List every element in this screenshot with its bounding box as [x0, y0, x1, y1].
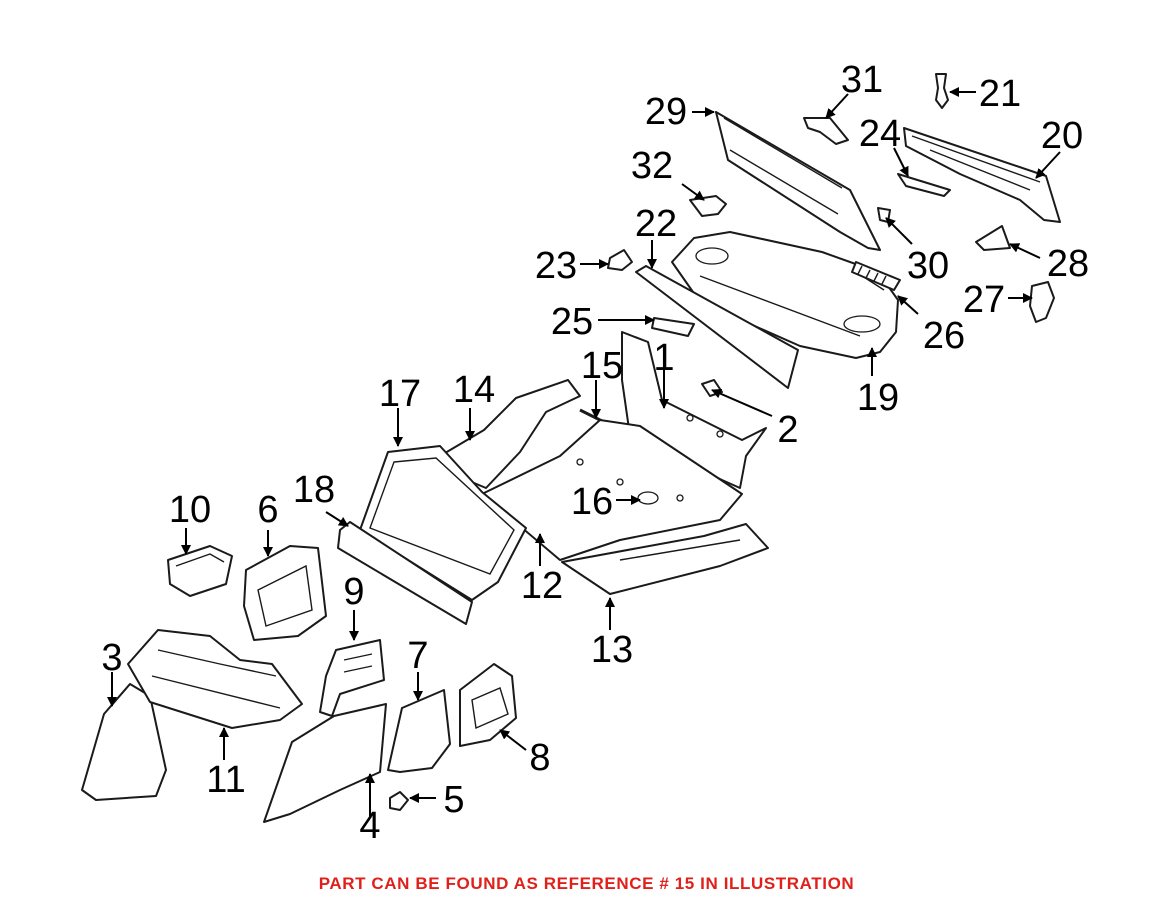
callout-8: 8 [529, 737, 550, 779]
callout-14: 14 [453, 369, 495, 411]
callout-30: 30 [907, 245, 949, 287]
callout-13: 13 [591, 629, 633, 671]
callout-12: 12 [521, 565, 563, 607]
callout-15: 15 [581, 345, 623, 387]
callout-21: 21 [979, 73, 1021, 115]
part-7-drawing [387, 689, 451, 773]
callout-28: 28 [1047, 243, 1089, 285]
callout-23: 23 [535, 245, 577, 287]
callout-29: 29 [645, 91, 687, 133]
part-8-drawing [459, 663, 517, 747]
part-4-drawing [263, 703, 387, 823]
callout-31: 31 [841, 59, 883, 101]
part-23-drawing [607, 249, 633, 271]
reference-note: PART CAN BE FOUND AS REFERENCE # 15 IN I… [318, 874, 855, 893]
callout-2: 2 [777, 409, 798, 451]
callout-32: 32 [631, 145, 673, 187]
part-13-drawing [561, 523, 769, 595]
callout-9: 9 [343, 571, 364, 613]
callout-19: 19 [857, 377, 899, 419]
callout-4: 4 [359, 805, 380, 847]
part-22-drawing [635, 265, 799, 389]
part-3-drawing [81, 683, 167, 801]
part-6-drawing [243, 545, 327, 641]
callout-3: 3 [101, 637, 122, 679]
part-20-drawing [903, 127, 1061, 223]
callout-24: 24 [859, 113, 901, 155]
callout-20: 20 [1041, 115, 1083, 157]
callout-1: 1 [653, 337, 674, 379]
part-28-drawing [975, 225, 1011, 251]
callout-27: 27 [963, 279, 1005, 321]
part-5-drawing [389, 791, 409, 811]
part-25-drawing [651, 317, 695, 337]
callout-5: 5 [443, 779, 464, 821]
callout-25: 25 [551, 301, 593, 343]
part-24-drawing [897, 173, 951, 197]
part-31-drawing [803, 117, 849, 145]
part-27-drawing [1029, 281, 1055, 323]
callout-7: 7 [407, 635, 428, 677]
callout-labels: 1 2 3 4 5 6 7 8 9 10 11 12 13 14 15 16 1… [101, 59, 1089, 847]
part-29-drawing [715, 111, 881, 251]
callout-17: 17 [379, 373, 421, 415]
leader-lines [107, 87, 1061, 816]
part-26-drawing [851, 261, 901, 291]
part-19-drawing [671, 231, 899, 359]
callout-18: 18 [293, 469, 335, 511]
callout-22: 22 [635, 203, 677, 245]
part-12-drawing [481, 419, 743, 561]
callout-11: 11 [206, 759, 245, 801]
part-32-drawing [689, 195, 727, 217]
callout-26: 26 [923, 315, 965, 357]
part-11-drawing [127, 629, 303, 729]
part-10-drawing [167, 545, 233, 597]
callout-6: 6 [257, 489, 278, 531]
part-9-drawing [319, 639, 385, 717]
callout-16: 16 [571, 481, 613, 523]
callout-10: 10 [169, 489, 211, 531]
part-21-drawing [935, 73, 949, 109]
